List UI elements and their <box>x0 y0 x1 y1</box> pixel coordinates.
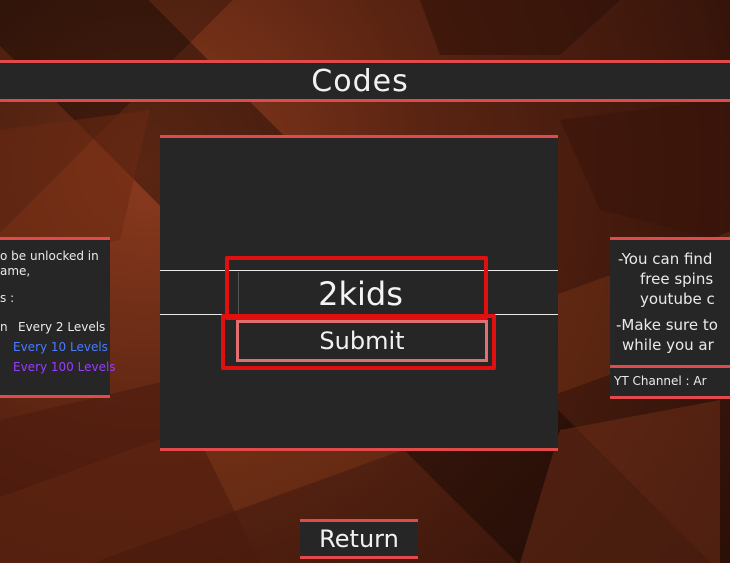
right-panel-line-5: while you ar <box>622 336 714 354</box>
right-panel-line-4: -Make sure to <box>616 316 718 334</box>
submit-button-highlight <box>221 314 496 370</box>
reward-every-2-levels: Every 2 Levels <box>18 320 106 334</box>
submit-button-label: Submit <box>319 327 405 355</box>
right-panel-divider <box>610 365 730 368</box>
codes-title-bar: Codes <box>0 60 730 102</box>
input-top-divider <box>160 270 558 271</box>
submit-button[interactable]: Submit <box>236 320 488 362</box>
left-panel-line-3: s : <box>0 291 15 305</box>
yt-channel-text: YT Channel : Ar <box>614 374 707 388</box>
reward-every-10-levels: Every 10 Levels <box>13 340 108 354</box>
right-panel-line-2: free spins <box>640 270 714 288</box>
return-button[interactable]: Return <box>300 519 418 559</box>
page-title: Codes <box>311 63 409 99</box>
left-panel-line-2: ame, <box>0 264 31 278</box>
reward-every-100-levels: Every 100 Levels <box>13 360 116 374</box>
right-info-panel: -You can find free spins youtube c -Make… <box>610 237 730 399</box>
left-panel-line-1: o be unlocked in <box>0 249 99 263</box>
return-button-label: Return <box>319 525 399 553</box>
right-panel-line-3: youtube c <box>640 290 715 308</box>
code-input-highlight <box>225 256 488 320</box>
left-info-panel: o be unlocked in ame, s : n Every 2 Leve… <box>0 237 116 398</box>
reward-prefix: n <box>0 320 8 334</box>
right-panel-line-1: -You can find <box>618 250 713 268</box>
code-input[interactable]: 2kids <box>238 272 482 316</box>
